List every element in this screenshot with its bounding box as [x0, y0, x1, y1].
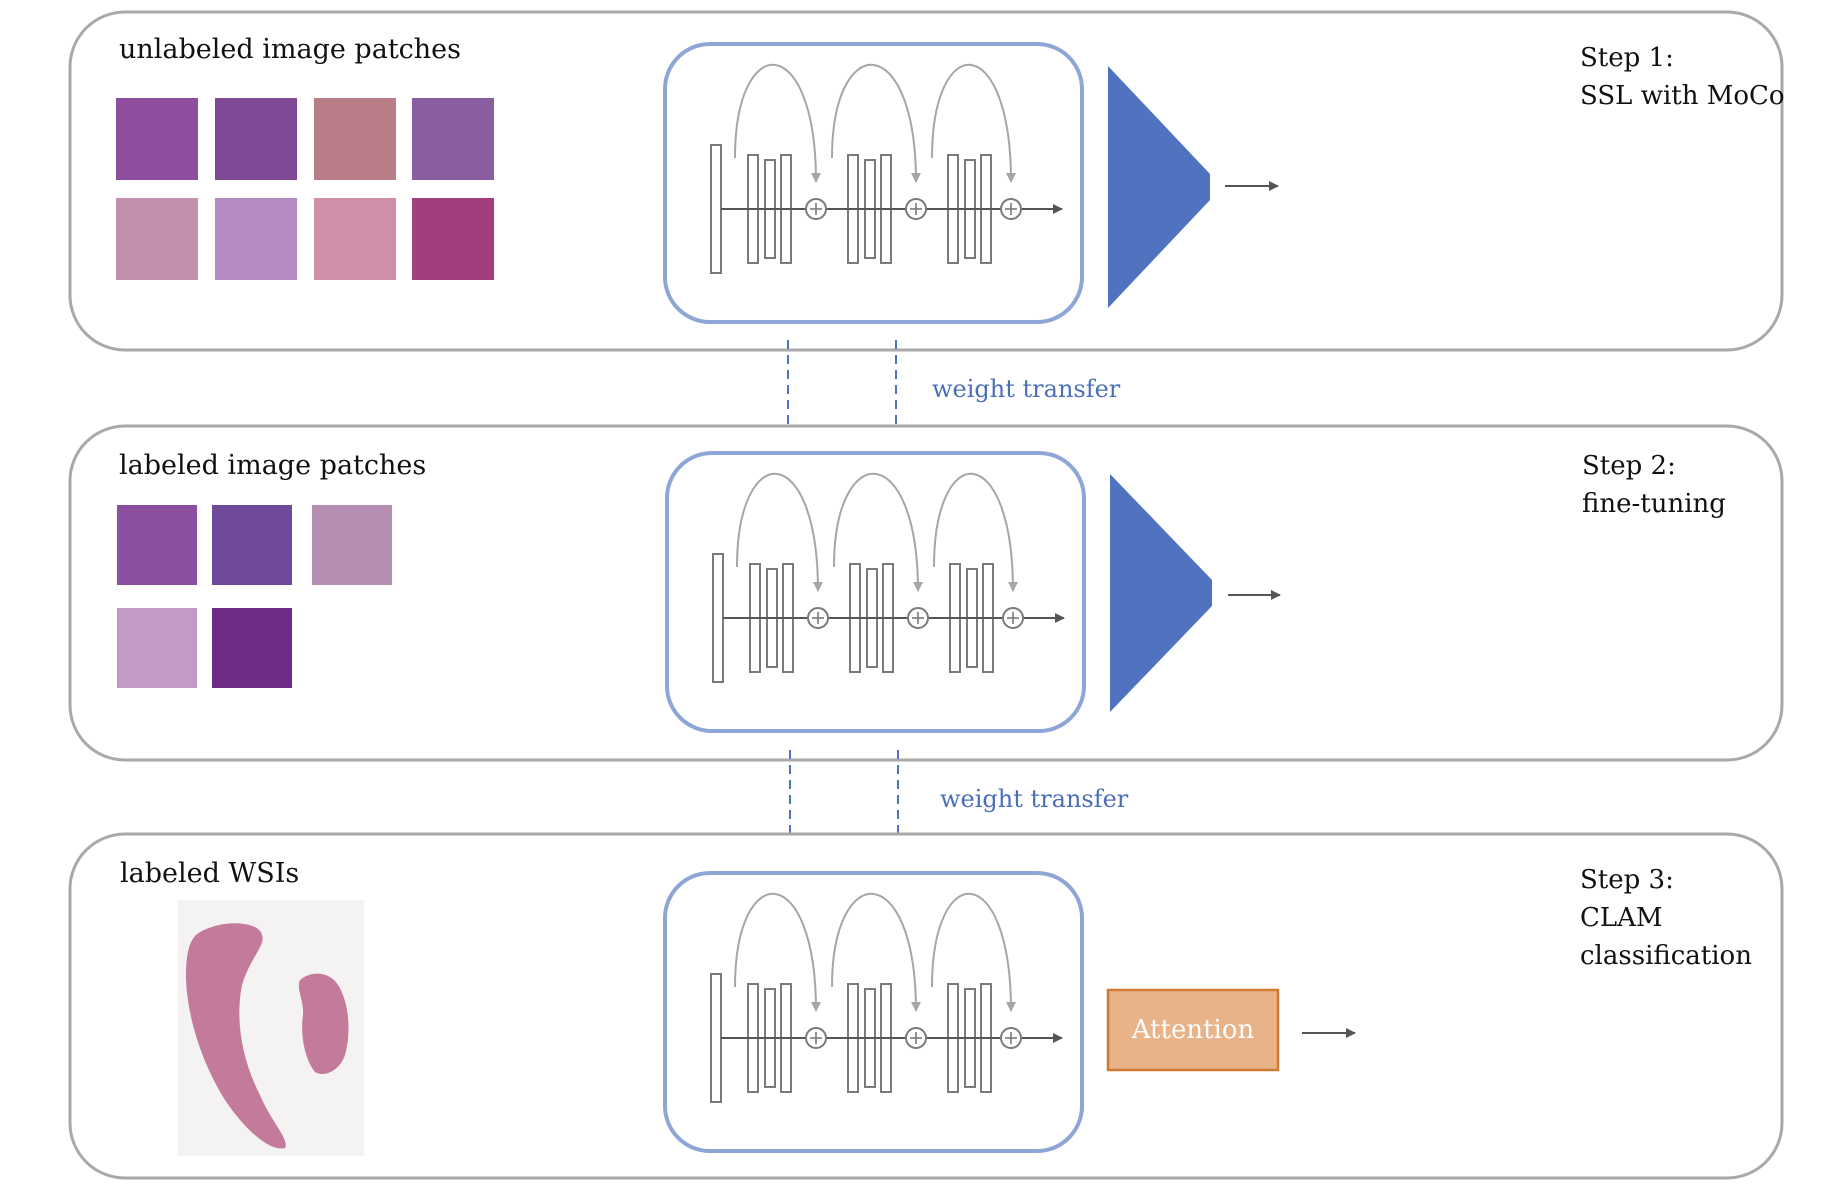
- attention-head: Attention: [1106, 988, 1280, 1072]
- step-title: Step 1:: [1580, 43, 1674, 73]
- tissue-section: [298, 973, 349, 1075]
- patch-grid: [116, 98, 494, 280]
- patch-grid: [117, 505, 392, 688]
- step-title: Step 2:: [1582, 451, 1676, 481]
- image-patch: [412, 198, 494, 280]
- step-description: fine-tuning: [1582, 489, 1726, 519]
- weight-transfer-2: weight transfer: [784, 750, 1129, 850]
- tissue-section: [185, 923, 286, 1149]
- image-patch: [116, 98, 198, 180]
- transfer-label: weight transfer: [940, 785, 1129, 813]
- skip-connection: [734, 63, 821, 183]
- image-patch: [215, 198, 297, 280]
- projection-head-triangle: [1108, 66, 1210, 308]
- skip-connection: [833, 473, 923, 592]
- weight-transfer-1: weight transfer: [782, 340, 1121, 440]
- skip-connection: [831, 64, 921, 183]
- inputs-label: labeled image patches: [119, 450, 426, 481]
- conv-layer: [710, 973, 722, 1103]
- resnet-block: [663, 871, 1084, 1153]
- inputs-label: labeled WSIs: [120, 858, 299, 889]
- image-patch: [212, 608, 292, 688]
- image-patch: [116, 198, 198, 280]
- skip-connection: [831, 893, 921, 1012]
- step-description-line-2: classification: [1580, 941, 1752, 971]
- conv-layer: [712, 553, 724, 683]
- skip-connection: [734, 892, 821, 1012]
- resnet-block: [665, 451, 1086, 733]
- image-patch: [312, 505, 392, 585]
- step-3-panel: labeled WSIs: [68, 832, 1784, 1180]
- step-2-panel: labeled image patches: [68, 424, 1784, 762]
- step-1-panel: unlabeled image patches: [68, 10, 1785, 352]
- skip-connection: [736, 472, 823, 592]
- skip-connection: [931, 63, 1016, 183]
- resnet-block: [663, 42, 1084, 324]
- image-patch: [314, 98, 396, 180]
- attention-label: Attention: [1131, 1015, 1255, 1045]
- step-description: SSL with MoCo: [1580, 81, 1785, 111]
- step-description-line-1: CLAM: [1580, 903, 1663, 933]
- image-patch: [212, 505, 292, 585]
- image-patch: [215, 98, 297, 180]
- wsi-thumbnail: [178, 900, 364, 1156]
- image-patch: [117, 608, 197, 688]
- skip-connection: [931, 892, 1016, 1012]
- step-title: Step 3:: [1580, 865, 1674, 895]
- transfer-label: weight transfer: [932, 375, 1121, 403]
- skip-connection: [933, 472, 1018, 592]
- image-patch: [314, 198, 396, 280]
- inputs-label: unlabeled image patches: [119, 34, 461, 65]
- image-patch: [412, 98, 494, 180]
- conv-layer: [710, 144, 722, 274]
- classifier-head-triangle: [1110, 474, 1212, 712]
- attention-box: [1106, 988, 1280, 1072]
- image-patch: [117, 505, 197, 585]
